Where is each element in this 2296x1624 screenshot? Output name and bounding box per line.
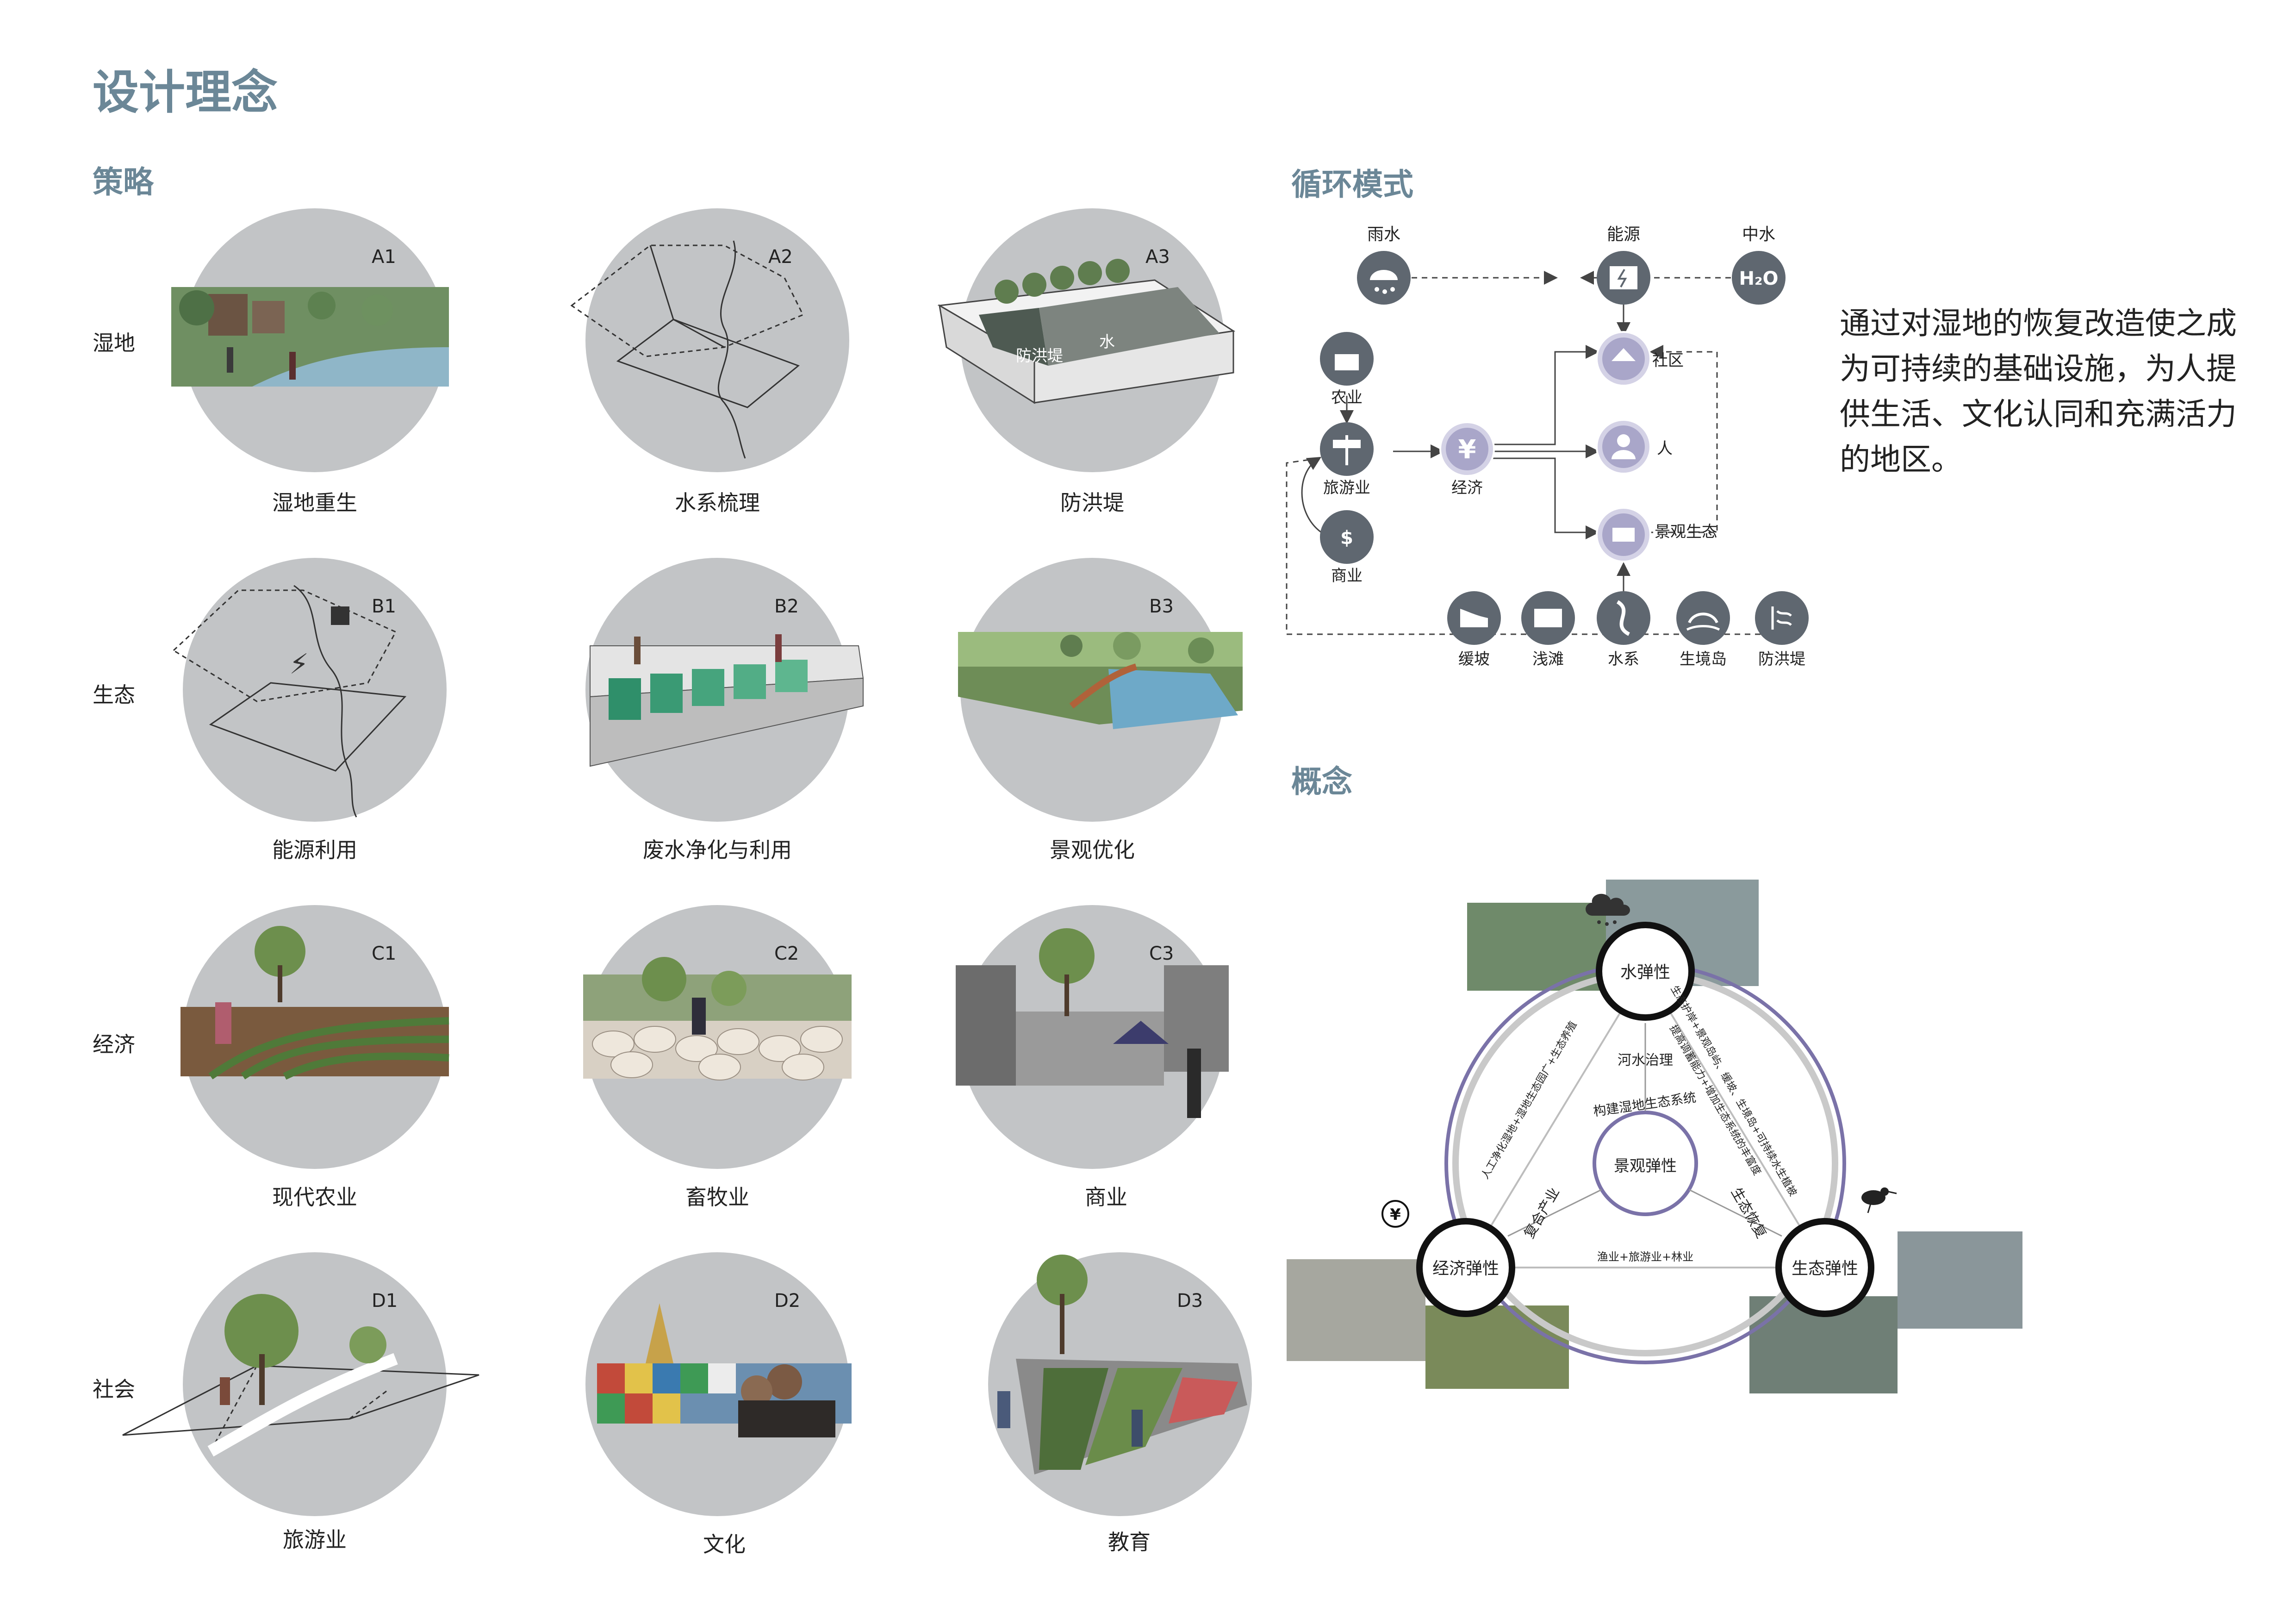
strategy-circle-b1: ⚡ B1: [172, 558, 447, 822]
strategy-circle-c3: C3: [956, 905, 1229, 1169]
yen-icon: ¥: [1458, 435, 1476, 465]
strategy-circle-d1: D1: [122, 1252, 479, 1516]
cycle-label-tourism: 旅游业: [1323, 479, 1370, 497]
cycle-heading: 循环模式: [1291, 167, 1413, 202]
cycle-label-island: 生境岛: [1680, 650, 1727, 668]
page-title: 设计理念: [93, 65, 278, 119]
strategy-code: A1: [372, 246, 396, 268]
strategy-code: D1: [372, 1290, 398, 1312]
cycle-label-levee: 防洪堤: [1758, 650, 1805, 668]
concept-node-center: 景观弹性: [1614, 1157, 1677, 1175]
strategy-caption: 现代农业: [272, 1185, 357, 1210]
cycle-diagram: 雨水 能源 H₂O 中水 社区 农业 旅游业 $ 商业 ¥ 经济: [1286, 225, 1809, 668]
strategy-code: C3: [1149, 943, 1174, 964]
strategy-code: A2: [768, 246, 793, 268]
svg-text:¥: ¥: [1390, 1206, 1401, 1224]
concept-node-economy: 经济弹性: [1432, 1259, 1499, 1278]
landscape-section-image: [958, 632, 1243, 729]
yen-circle-icon: ¥: [1381, 1200, 1409, 1228]
strategy-caption: 湿地重生: [272, 490, 357, 515]
concept-node-ecology: 生态弹性: [1792, 1259, 1858, 1278]
strategy-caption: 畜牧业: [685, 1185, 749, 1210]
energy-sketch: ⚡: [172, 585, 407, 818]
cycle-label-commerce: 商业: [1331, 567, 1363, 585]
education-garden-image: [997, 1255, 1247, 1474]
strategy-circle-b2: B2: [585, 558, 864, 822]
strategy-code: D3: [1177, 1290, 1203, 1312]
river-governance-label: 河水治理: [1618, 1052, 1673, 1068]
wetland-collage-image: [171, 287, 449, 387]
strategy-code: A3: [1145, 246, 1170, 268]
strategy-code: B3: [1149, 596, 1174, 617]
levee-label: 防洪堤: [1016, 347, 1063, 365]
strategy-circle-c1: C1: [180, 905, 449, 1169]
wetland-photo: [1467, 903, 1606, 991]
strategy-code: B1: [372, 596, 396, 617]
strategy-caption: 教育: [1108, 1530, 1151, 1555]
energy-glyph: ⚡: [289, 648, 309, 681]
strategy-circle-d3: D3: [988, 1252, 1252, 1516]
strategy-circle-d2: D2: [585, 1252, 852, 1516]
cycle-label-shoal: 浅滩: [1532, 650, 1564, 668]
description-text: 通过对湿地的恢复改造使之成为可持续的基础设施，为人提供生活、文化认同和充满活力的…: [1840, 306, 2237, 477]
dollar-icon: $: [1340, 527, 1353, 549]
cycle-label-landscape: 景观生态: [1655, 523, 1717, 541]
strategy-caption: 防洪堤: [1060, 490, 1124, 515]
strategy-heading: 策略: [93, 164, 154, 200]
cycle-label-greywater: 中水: [1742, 225, 1775, 244]
row-label-ecology: 生态: [93, 682, 135, 707]
bird-icon: [1861, 1187, 1897, 1213]
eco-restoration-label: 生态恢复: [1728, 1185, 1769, 1241]
cloud-icon: [1586, 893, 1630, 926]
livestock-image: [583, 957, 852, 1081]
strategy-code: B2: [774, 596, 799, 617]
strategy-caption: 能源利用: [272, 837, 357, 862]
levee-section-image: 防洪堤 水: [937, 259, 1236, 404]
strategy-circle-a3: 防洪堤 水 A3: [937, 208, 1236, 472]
tourism-sketch: [122, 1294, 479, 1457]
row-label-economy: 经济: [93, 1032, 135, 1057]
row-label-society: 社会: [93, 1377, 135, 1402]
cycle-label-water: 水系: [1608, 650, 1639, 668]
strategy-circle-c2: C2: [583, 905, 852, 1169]
strategy-code: C1: [372, 943, 397, 964]
cycle-label-agriculture: 农业: [1331, 388, 1363, 407]
strategy-circle-a2: A2: [570, 208, 849, 472]
cycle-label-energy: 能源: [1607, 225, 1640, 244]
strategy-circle-a1: A1: [171, 208, 449, 472]
bottom-link-label: 渔业+旅游业+林业: [1597, 1250, 1693, 1263]
farm-field-image: [180, 926, 449, 1080]
strategy-caption: 水系梳理: [675, 490, 760, 515]
cycle-label-economy: 经济: [1451, 479, 1483, 497]
street-market-image: [956, 928, 1229, 1118]
water-label: 水: [1099, 333, 1115, 351]
cycle-label-slope: 缓坡: [1458, 650, 1490, 668]
strategy-caption: 商业: [1085, 1185, 1127, 1210]
h2o-icon: H₂O: [1739, 268, 1779, 289]
compound-industry-label: 复合产业: [1521, 1185, 1563, 1241]
strategy-code: D2: [774, 1290, 801, 1312]
strategy-code: C2: [774, 943, 799, 964]
farmland-photo: [1425, 1305, 1569, 1389]
crane-photo: [1898, 1231, 2022, 1329]
concept-diagram: 水弹性 经济弹性 生态弹性 景观弹性 河水治理 构建湿地生态系统 复合产业 生态…: [1287, 880, 2022, 1393]
culture-image: [597, 1303, 852, 1437]
strategy-circle-b3: B3: [958, 558, 1243, 822]
concept-node-water: 水弹性: [1620, 963, 1670, 982]
cycle-label-people: 人: [1657, 439, 1673, 458]
strategy-caption: 景观优化: [1050, 837, 1135, 862]
water-system-sketch: [570, 240, 804, 459]
strategy-caption: 旅游业: [283, 1527, 347, 1552]
row-label-wetland: 湿地: [93, 331, 135, 356]
grassland-photo: [1287, 1259, 1425, 1361]
cycle-label-community: 社区: [1652, 351, 1684, 370]
cycle-label-rain: 雨水: [1367, 225, 1400, 244]
concept-heading: 概念: [1291, 764, 1352, 800]
strategy-caption: 文化: [703, 1532, 746, 1557]
strategy-caption: 废水净化与利用: [643, 837, 792, 862]
wastewater-section-image: [590, 634, 864, 767]
